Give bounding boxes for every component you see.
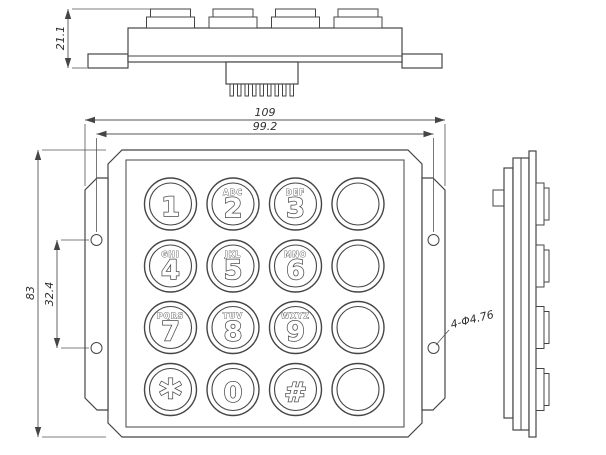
- top-view-button: [333, 8, 383, 29]
- side-button: [535, 306, 550, 349]
- side-connector-tab: [492, 189, 505, 207]
- dim-overall-height: 83: [24, 149, 106, 438]
- button-digit: 7: [161, 317, 180, 348]
- connector-pin: [259, 83, 264, 97]
- top-view-button: [271, 8, 320, 29]
- button-inner-ring: [211, 367, 255, 412]
- top-view-button: [208, 8, 258, 29]
- button-letters: JKL: [224, 250, 241, 259]
- connector-pin: [252, 83, 257, 97]
- dim-hole-span-height: 32.4: [43, 239, 89, 349]
- connector-pin: [237, 83, 242, 97]
- button-digit: 5: [224, 255, 243, 286]
- connector-pin: [229, 83, 234, 97]
- side-button: [535, 182, 550, 226]
- connector-pin: [244, 83, 249, 97]
- right-mounting-tab: [421, 177, 446, 411]
- keypad-button: *: [143, 362, 198, 422]
- keypad-button: DEF 3: [268, 177, 323, 231]
- button-digit: 3: [286, 193, 305, 224]
- keypad-button: TUV 8: [206, 300, 260, 355]
- button-inner-ring: [336, 182, 380, 226]
- dim-top-height: 21.1: [54, 8, 150, 69]
- connector-pins: [229, 83, 294, 97]
- keypad-button: [331, 362, 385, 417]
- button-letters: ABC: [223, 188, 243, 197]
- button-digit: 0: [224, 378, 243, 409]
- button-inner-ring: [273, 367, 318, 412]
- connector-pin: [274, 83, 279, 97]
- dim-label-overall-width: 109: [255, 106, 276, 119]
- top-view: [87, 8, 443, 97]
- dim-hole-span-width: 99.2: [96, 120, 434, 232]
- button-inner-ring: [148, 367, 193, 412]
- mounting-hole: [427, 342, 440, 354]
- button-inner-ring: [211, 244, 255, 288]
- button-letters: PQRS: [157, 312, 184, 321]
- keypad-button: PQRS 7: [143, 300, 198, 355]
- left-mounting-tab: [84, 177, 109, 411]
- button-inner-ring: [148, 182, 193, 226]
- keypad-button: ABC 2: [206, 177, 260, 231]
- side-front-plate: [528, 150, 537, 438]
- button-inner-ring: [273, 244, 318, 288]
- button-inner-ring: [148, 305, 193, 350]
- button-inner-ring: [273, 182, 318, 226]
- front-view: 1 ABC 2 DEF 3 GHI 4: [84, 149, 446, 438]
- top-view-body: [127, 27, 403, 63]
- side-pcb: [503, 167, 514, 419]
- dim-overall-width: 109: [84, 106, 446, 186]
- button-inner-ring: [273, 305, 318, 350]
- keypad-button: #: [268, 362, 323, 417]
- keypad-button: GHI 4: [143, 239, 198, 293]
- keypad-button: MNO 6: [268, 239, 323, 293]
- connector-body: [225, 61, 299, 85]
- button-inner-ring: [336, 244, 380, 288]
- keypad-button: WXYZ 9: [268, 300, 323, 355]
- button-digit: 8: [224, 317, 243, 348]
- button-inner-ring: [148, 244, 193, 288]
- keypad-face-outline: [125, 159, 405, 428]
- dim-label-hole-span-width: 99.2: [253, 120, 278, 133]
- connector-pin: [267, 83, 272, 97]
- mounting-hole: [90, 342, 103, 354]
- connector-pin: [282, 83, 287, 97]
- top-view-button: [146, 8, 195, 29]
- keypad-button: [331, 300, 385, 355]
- button-digit: *: [159, 371, 182, 422]
- keypad-button: JKL 5: [206, 239, 260, 293]
- dim-label-top-height: 21.1: [54, 26, 67, 51]
- button-letters: GHI: [161, 250, 179, 259]
- button-digit: #: [284, 378, 307, 409]
- button-digit: 1: [161, 192, 180, 223]
- keypad-button: [331, 239, 385, 293]
- side-button: [535, 368, 550, 411]
- keypad-button: 0: [206, 362, 260, 417]
- button-letters: WXYZ: [281, 312, 310, 321]
- side-button: [535, 244, 550, 288]
- top-view-left-ear: [87, 53, 129, 69]
- button-letters: MNO: [284, 250, 307, 259]
- button-inner-ring: [211, 305, 255, 350]
- hole-callout-label: 4-Φ4.76: [449, 308, 495, 331]
- mounting-hole: [90, 234, 103, 246]
- connector-pin: [289, 83, 294, 97]
- button-digit: 6: [286, 255, 305, 286]
- button-digit: 9: [286, 317, 305, 348]
- side-view: [492, 150, 550, 438]
- top-view-right-ear: [401, 53, 443, 69]
- button-letters: TUV: [223, 312, 243, 321]
- button-digit: 2: [224, 193, 243, 224]
- keypad-button: 1: [143, 177, 198, 231]
- dim-label-overall-height: 83: [24, 286, 37, 300]
- button-inner-ring: [336, 305, 380, 350]
- button-inner-ring: [211, 182, 255, 226]
- button-inner-ring: [336, 367, 380, 412]
- keypad-button: [331, 177, 385, 231]
- button-digit: 4: [161, 255, 180, 286]
- dim-label-hole-span-height: 32.4: [43, 282, 56, 307]
- mounting-hole: [427, 234, 440, 246]
- button-letters: DEF: [286, 188, 305, 197]
